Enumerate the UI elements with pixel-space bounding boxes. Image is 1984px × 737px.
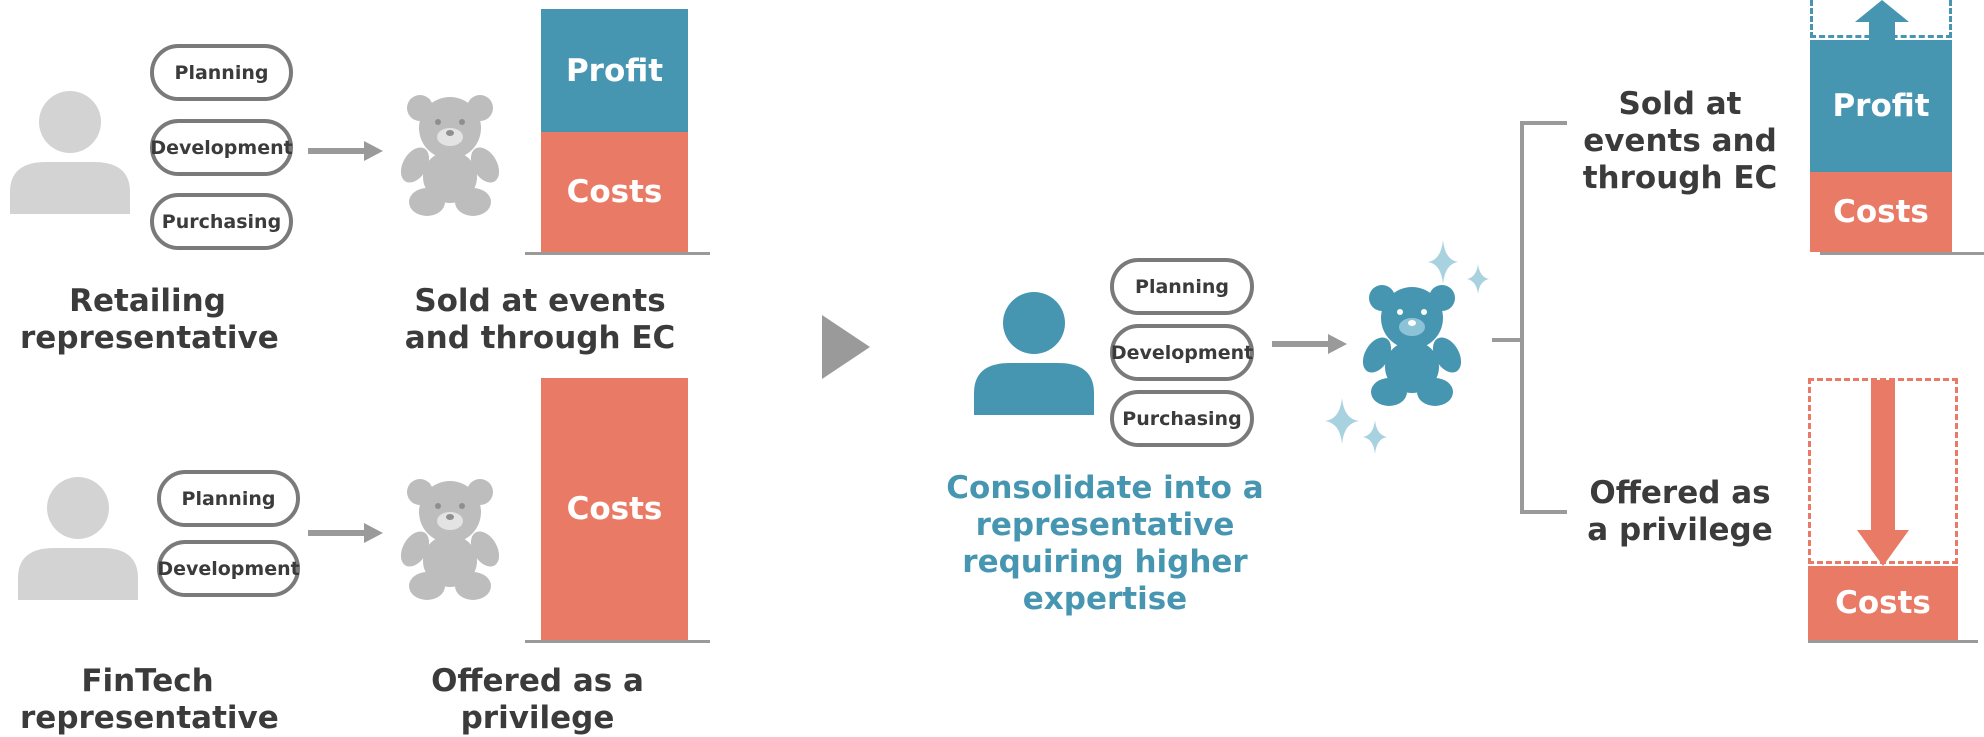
branch-bracket xyxy=(1492,121,1567,514)
person-icon xyxy=(18,477,138,600)
task-pill-development: Development xyxy=(1110,324,1254,381)
consolidate-caption: Consolidate into a representative requir… xyxy=(946,470,1264,617)
arrow-right-icon xyxy=(308,141,383,161)
bar-baseline xyxy=(1808,640,1978,643)
person-icon xyxy=(974,292,1094,415)
bar-baseline xyxy=(525,640,710,643)
task-pill-purchasing: Purchasing xyxy=(150,193,293,250)
task-pill-purchasing: Purchasing xyxy=(1110,390,1254,447)
profit-block: Profit xyxy=(1810,40,1952,172)
play-triangle-icon xyxy=(822,315,870,379)
person-icon xyxy=(10,91,130,214)
up-arrow-icon xyxy=(1855,0,1909,42)
profit-block: Profit xyxy=(541,9,688,132)
task-pill-planning: Planning xyxy=(150,44,293,101)
sparkle-icon xyxy=(1363,420,1387,454)
arrow-right-icon xyxy=(1272,334,1347,354)
sparkle-icon xyxy=(1428,240,1458,284)
task-pill-development: Development xyxy=(150,119,293,176)
teddy-bear-icon xyxy=(400,479,500,600)
task-pill-planning: Planning xyxy=(157,470,300,527)
task-pill-planning: Planning xyxy=(1110,258,1254,315)
teddy-bear-icon xyxy=(400,95,500,216)
costs-block: Costs xyxy=(1808,566,1958,640)
task-pill-development: Development xyxy=(157,540,300,597)
costs-block: Costs xyxy=(1810,172,1952,252)
privilege-channel-caption: Offered as a privilege xyxy=(431,663,644,736)
costs-block: Costs xyxy=(541,132,688,252)
sparkle-icon xyxy=(1467,264,1489,294)
bar-baseline xyxy=(1820,252,1984,255)
arrow-right-icon xyxy=(308,523,383,543)
events-label: Sold at events and through EC xyxy=(1582,86,1778,196)
privilege-label: Offered as a privilege xyxy=(1587,475,1773,548)
bar-baseline xyxy=(525,252,710,255)
events-channel-caption: Sold at events and through EC xyxy=(404,283,676,356)
teddy-bear-icon xyxy=(1362,285,1462,406)
sparkle-icon xyxy=(1325,398,1359,444)
costs-block: Costs xyxy=(541,378,688,640)
fintech-caption: FinTech representative xyxy=(20,663,279,736)
down-arrow-icon xyxy=(1857,380,1909,566)
retailing-caption: Retailing representative xyxy=(20,283,279,356)
